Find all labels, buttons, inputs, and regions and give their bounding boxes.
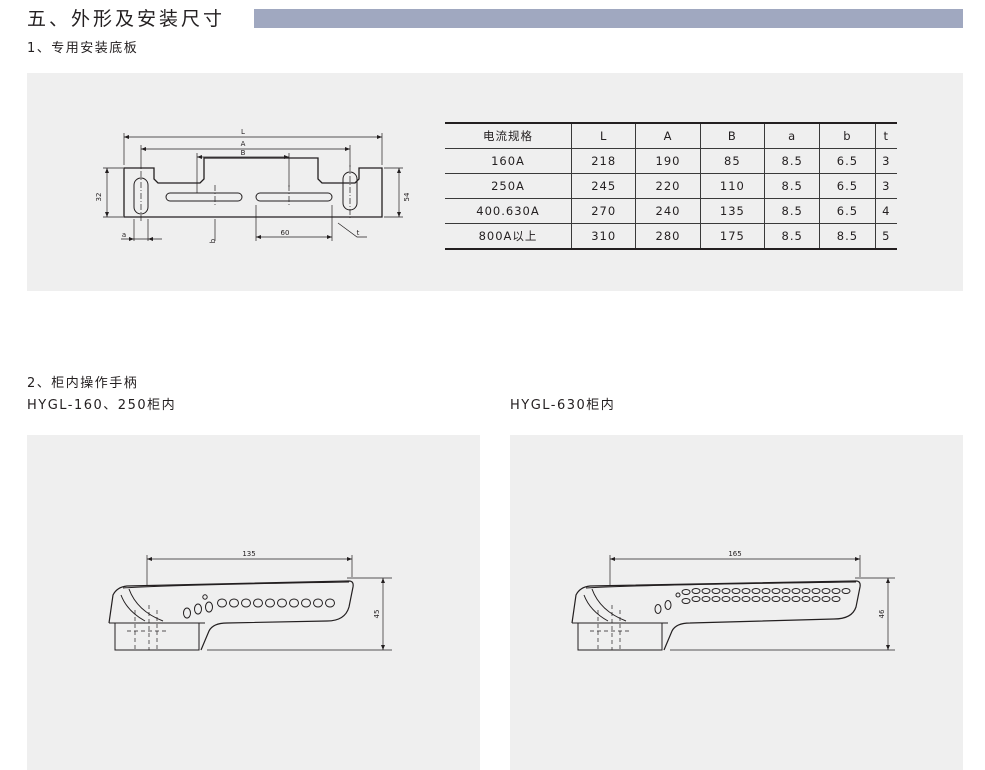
table-row: 400.630A 270 240 135 8.5 6.5 4 [445,198,897,224]
mounting-plate-drawing: L A B 32 54 60 a b t [95,128,411,243]
table-cell: 6.5 [819,173,876,199]
table-header-cell: a [764,122,820,149]
table-cell: 270 [570,198,636,224]
table-cell: 8.5 [764,198,820,224]
handle-right-panel: 165 46 [510,435,963,770]
table-cell: 190 [635,148,701,174]
dim-A-label: A [241,140,246,148]
handle-right-caption: HYGL-630柜内 [510,398,616,413]
table-cell: 160A [445,148,572,174]
table-cell: 135 [699,198,765,224]
dim-t-label: t [357,229,360,237]
table-cell: 400.630A [445,198,572,224]
table-cell: 280 [635,223,701,250]
table-cell: 218 [570,148,636,174]
dim-height-label: 45 [373,610,381,619]
table-header-cell: A [635,122,701,149]
dim-54-label: 54 [403,192,411,201]
dim-width-label: 135 [242,550,255,558]
dim-32-label: 32 [95,193,103,202]
table-cell: 85 [699,148,765,174]
dim-height-label: 46 [878,609,886,618]
section-title: 五、外形及安装尺寸 [27,8,226,30]
dim-L-label: L [241,128,245,136]
table-row: 160A 218 190 85 8.5 6.5 3 [445,148,897,174]
table-row: 250A 245 220 110 8.5 6.5 3 [445,173,897,199]
table-cell: 3 [874,148,897,174]
table-cell: 4 [874,198,897,224]
table-cell: 220 [635,173,701,199]
table-cell: 5 [874,223,897,250]
table-cell: 310 [570,223,636,250]
table-cell: 110 [699,173,765,199]
table-cell: 6.5 [819,148,876,174]
table-cell: 245 [570,173,636,199]
handle-right-drawing: 165 46 [571,550,895,651]
dim-B-label: B [241,149,246,157]
table-header-cell: L [570,122,636,149]
table-header-cell: t [874,122,897,149]
table-cell: 250A [445,173,572,199]
table-cell: 175 [699,223,765,250]
table-cell: 8.5 [764,173,820,199]
spec-table: 电流规格 L A B a b t 160A 218 190 85 8.5 6.5… [445,122,897,250]
dim-a-label: a [122,231,126,239]
table-cell: 800A以上 [445,223,572,250]
table-cell: 8.5 [764,148,820,174]
table-header-cell: b [819,122,876,149]
dim-width-label: 165 [728,550,741,558]
section-title-bar [254,9,963,28]
table-header-row: 电流规格 L A B a b t [445,122,897,149]
table-cell: 3 [874,173,897,199]
table-cell: 6.5 [819,198,876,224]
handle-left-caption: HYGL-160、250柜内 [27,398,177,413]
table-header-cell: 电流规格 [445,122,572,149]
dim-b-label: b [209,238,217,243]
table-cell: 240 [635,198,701,224]
table-cell: 8.5 [819,223,876,250]
dim-60-label: 60 [281,229,290,237]
part2-heading: 2、柜内操作手柄 [27,376,139,391]
part1-heading: 1、专用安装底板 [27,41,139,56]
handle-left-panel: 135 45 [27,435,480,770]
handle-left-drawing: 135 45 [108,550,392,651]
table-row: 800A以上 310 280 175 8.5 8.5 5 [445,223,897,250]
table-header-cell: B [699,122,765,149]
table-cell: 8.5 [764,223,820,250]
